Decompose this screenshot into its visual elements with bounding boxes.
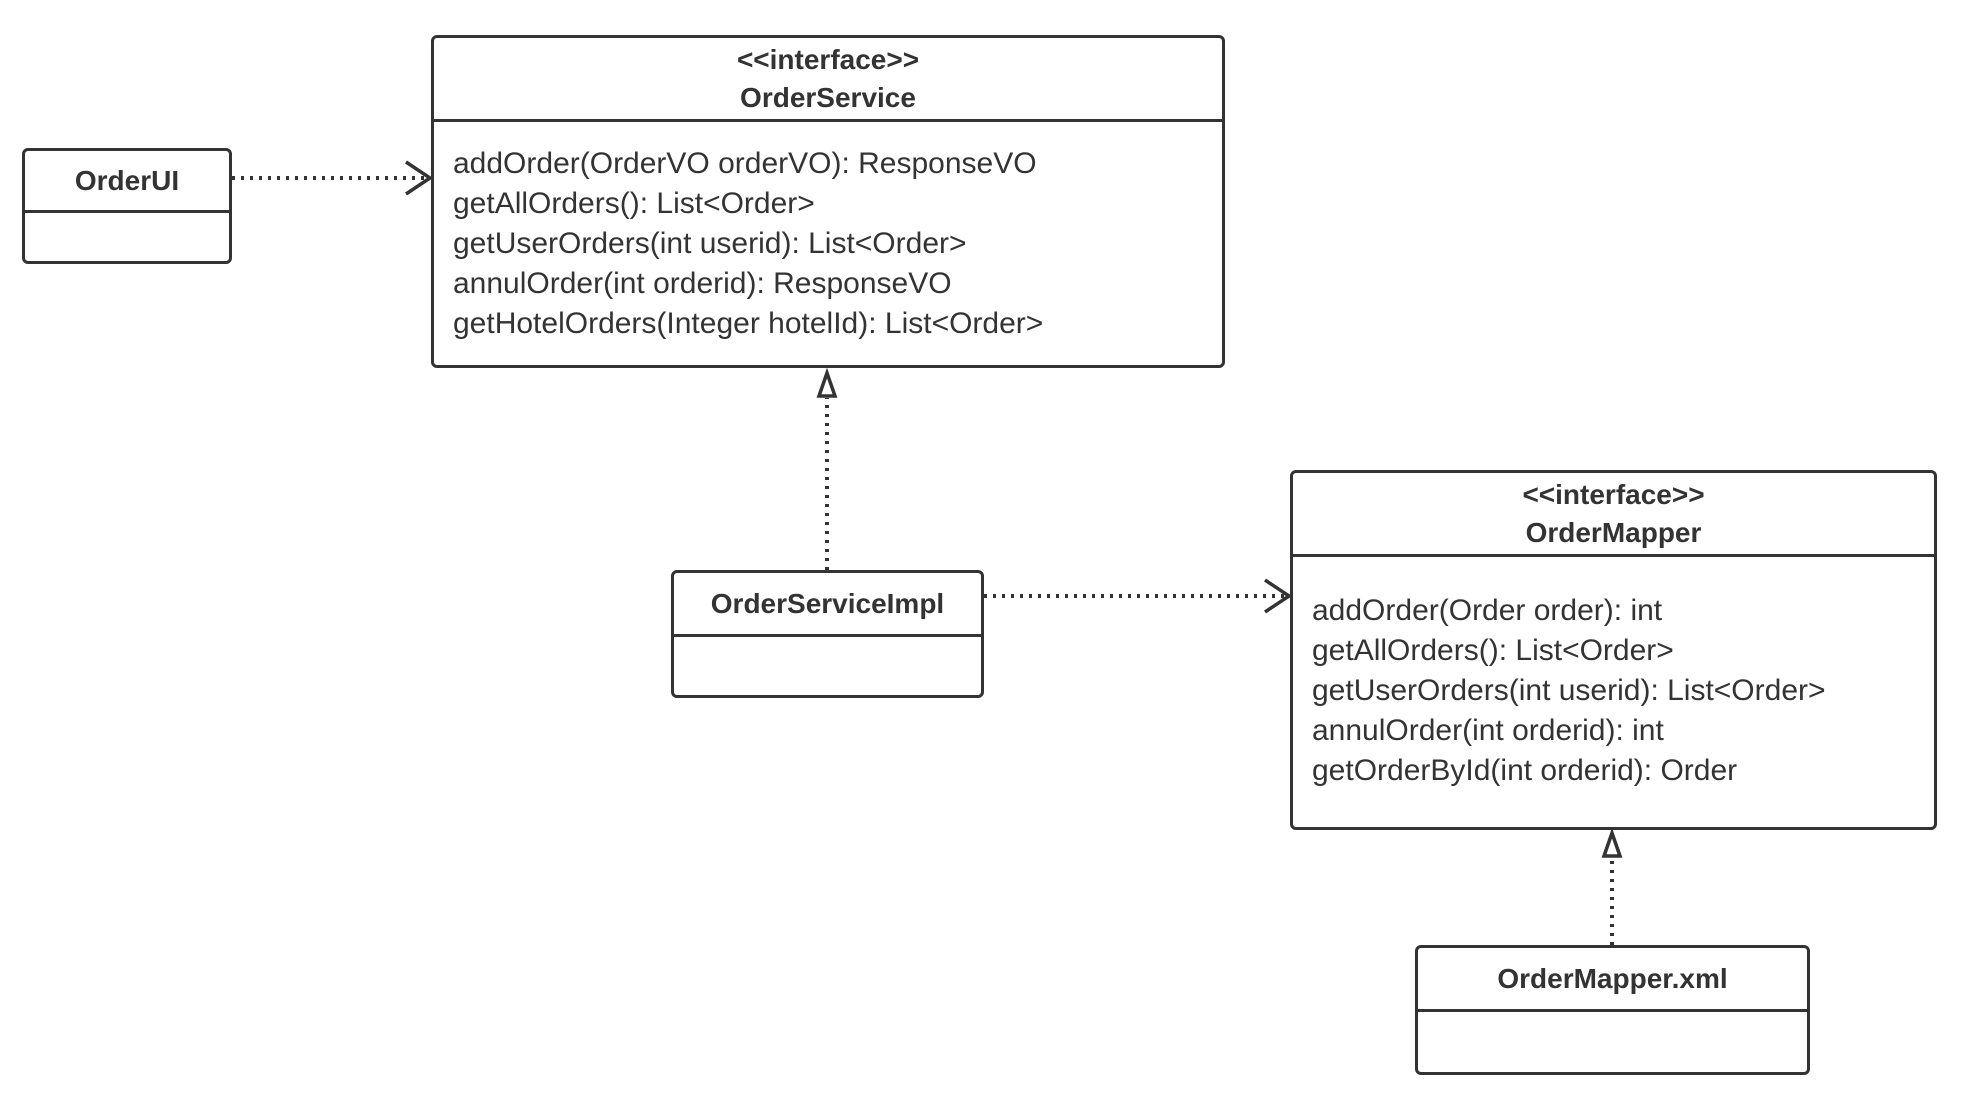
method-item: getOrderById(int orderid): Order bbox=[1312, 754, 1738, 787]
class-box-orderservice[interactable]: <<interface>> OrderService addOrder(Orde… bbox=[431, 35, 1225, 368]
class-box-orderui[interactable]: OrderUI bbox=[22, 148, 232, 264]
method-item: addOrder(Order order): int bbox=[1312, 594, 1663, 627]
hollow-triangle-ordermapper bbox=[1601, 827, 1623, 858]
class-header: <<interface>> OrderMapper bbox=[1293, 473, 1934, 557]
method-list: addOrder(OrderVO orderVO): ResponseVO ge… bbox=[434, 122, 1222, 344]
class-stereotype: <<interface>> bbox=[1522, 478, 1705, 510]
class-name: OrderUI bbox=[74, 164, 180, 196]
class-header: <<interface>> OrderService bbox=[434, 38, 1222, 122]
class-box-ordermapper-xml[interactable]: OrderMapper.xml bbox=[1415, 945, 1810, 1075]
open-arrowhead-orderservice bbox=[405, 160, 434, 196]
method-item: getUserOrders(int userid): List<Order> bbox=[453, 227, 967, 260]
class-name: OrderServiceImpl bbox=[710, 587, 945, 619]
open-arrowhead-ordermapper bbox=[1264, 578, 1293, 614]
method-item: getHotelOrders(Integer hotelId): List<Or… bbox=[453, 307, 1044, 340]
method-list: addOrder(Order order): int getAllOrders(… bbox=[1293, 557, 1934, 791]
method-item: getAllOrders(): List<Order> bbox=[453, 187, 815, 220]
class-header: OrderServiceImpl bbox=[674, 573, 981, 637]
class-header: OrderMapper.xml bbox=[1418, 948, 1807, 1012]
class-box-ordermapper[interactable]: <<interface>> OrderMapper addOrder(Order… bbox=[1290, 470, 1937, 830]
class-header: OrderUI bbox=[25, 151, 229, 213]
hollow-triangle-orderservice bbox=[816, 367, 838, 398]
class-name: OrderMapper.xml bbox=[1497, 962, 1728, 994]
method-item: getUserOrders(int userid): List<Order> bbox=[1312, 674, 1826, 707]
class-box-orderserviceimpl[interactable]: OrderServiceImpl bbox=[671, 570, 984, 698]
class-stereotype: <<interface>> bbox=[736, 43, 920, 75]
method-item: annulOrder(int orderid): ResponseVO bbox=[453, 267, 952, 300]
method-item: addOrder(OrderVO orderVO): ResponseVO bbox=[453, 147, 1037, 180]
class-name: OrderMapper bbox=[1525, 516, 1702, 548]
class-name: OrderService bbox=[740, 81, 916, 113]
method-item: annulOrder(int orderid): int bbox=[1312, 714, 1664, 747]
method-item: getAllOrders(): List<Order> bbox=[1312, 634, 1674, 667]
